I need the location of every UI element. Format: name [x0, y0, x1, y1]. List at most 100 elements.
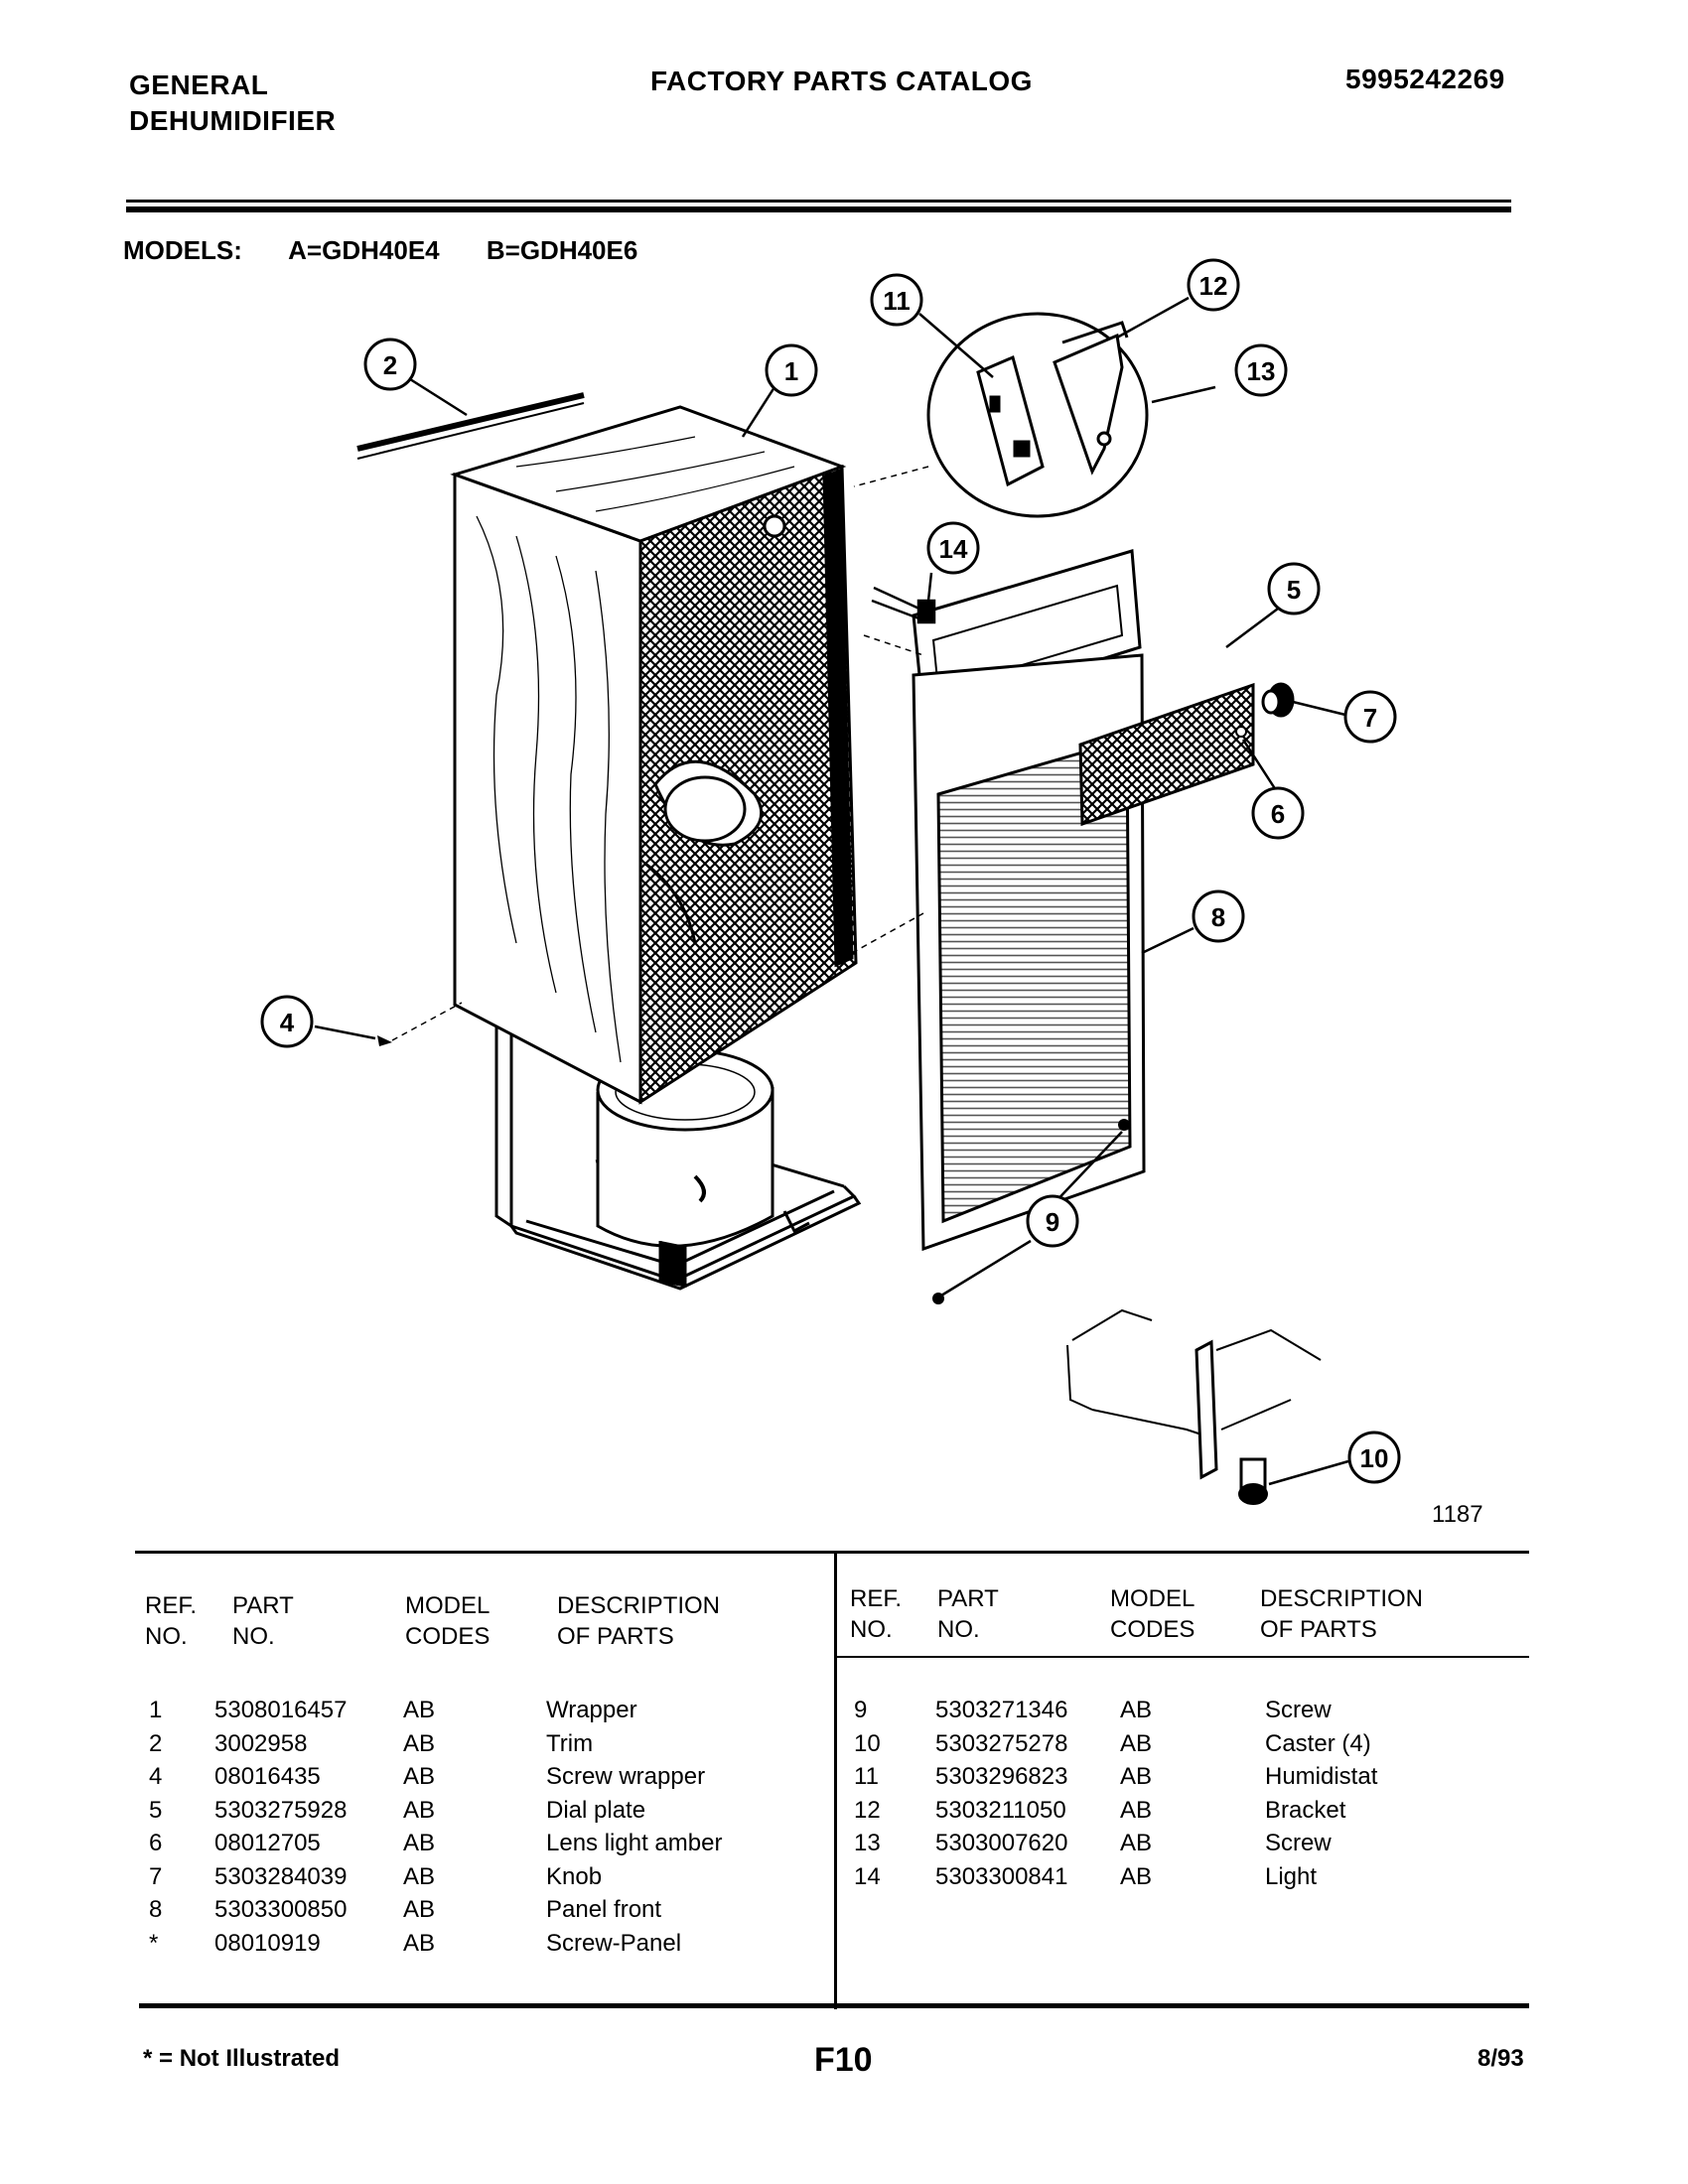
- callout-5-label: 5: [1287, 575, 1301, 605]
- table-row-ref: 12: [854, 1796, 881, 1824]
- brand-line-2: DEHUMIDIFIER: [129, 105, 337, 136]
- table-row-codes: AB: [403, 1763, 436, 1790]
- header-desc-line1: DESCRIPTION: [1260, 1585, 1424, 1612]
- caster-inset: [1066, 1308, 1322, 1505]
- header-model-line2: CODES: [405, 1623, 491, 1650]
- header-part-right: PART NO.: [937, 1583, 999, 1645]
- table-row-ref: 10: [854, 1729, 881, 1757]
- parts-table: REF. NO. PART NO. MODEL CODES DESCRIPTIO…: [135, 1551, 1529, 2009]
- table-row-codes: AB: [403, 1896, 436, 1923]
- left-ref-column: 1 2 4 5 6 7 8 *: [149, 1694, 162, 1960]
- compressor: [596, 1048, 810, 1288]
- table-row-ref: 1: [149, 1697, 163, 1723]
- table-row-desc: Knob: [546, 1862, 603, 1890]
- callout-11-label: 11: [883, 286, 911, 316]
- table-row-desc: Screw wrapper: [546, 1763, 706, 1790]
- lens-part: [1235, 726, 1247, 738]
- table-row-codes: AB: [1120, 1862, 1153, 1890]
- table-row-codes: AB: [403, 1697, 436, 1723]
- header-part-line1: PART: [232, 1592, 294, 1619]
- header-part-left: PART NO.: [232, 1590, 294, 1652]
- header-rule-bottom: [126, 206, 1511, 212]
- header-ref-left: REF. NO.: [145, 1590, 197, 1652]
- model-a: A=GDH40E4: [288, 235, 440, 265]
- callout-6-label: 6: [1271, 799, 1285, 829]
- table-row-codes: AB: [403, 1830, 436, 1856]
- callout-5: 5: [1267, 562, 1321, 615]
- table-row-codes: AB: [1120, 1697, 1153, 1723]
- page-number: F10: [814, 2041, 873, 2079]
- right-part-column: 5303271346 5303275278 5303296823 5303211…: [935, 1694, 1067, 1893]
- header-desc-right: DESCRIPTION OF PARTS: [1260, 1583, 1423, 1645]
- table-rule-header-right: [834, 1656, 1529, 1658]
- table-row-ref: 9: [854, 1697, 868, 1723]
- callout-10-label: 10: [1360, 1443, 1389, 1473]
- right-desc-column: Screw Caster (4) Humidistat Bracket Scre…: [1265, 1694, 1377, 1893]
- front-panel-assembly: [851, 549, 1255, 1252]
- callout-7: 7: [1343, 690, 1397, 744]
- table-row-desc: Wrapper: [546, 1697, 637, 1723]
- header-rule-top: [126, 200, 1511, 203]
- header-desc-line1: DESCRIPTION: [557, 1592, 721, 1619]
- table-row-ref: 6: [149, 1830, 163, 1856]
- header-desc-line2: OF PARTS: [557, 1623, 674, 1650]
- brand-line-1: GENERAL: [129, 69, 269, 100]
- callout-1-label: 1: [784, 356, 798, 386]
- table-row-desc: Caster (4): [1265, 1729, 1371, 1757]
- table-row-desc: Screw-Panel: [546, 1929, 682, 1957]
- table-row-desc: Trim: [546, 1729, 594, 1757]
- left-desc-column: Wrapper Trim Screw wrapper Dial plate Le…: [546, 1694, 722, 1960]
- table-row-ref: 5: [149, 1796, 163, 1824]
- table-row-codes: AB: [403, 1929, 436, 1957]
- callout-13: 13: [1234, 343, 1288, 397]
- header-model-line2: CODES: [1110, 1616, 1196, 1643]
- table-row-part: 5308016457: [214, 1697, 348, 1723]
- callout-2-label: 2: [383, 350, 397, 380]
- header-model-line1: MODEL: [405, 1592, 491, 1619]
- catalog-brand: GENERAL DEHUMIDIFIER: [129, 68, 336, 139]
- table-row-part: 5303275928: [214, 1796, 348, 1824]
- knob-part: [1261, 682, 1295, 718]
- table-row-desc: Dial plate: [546, 1796, 646, 1824]
- header-part-line1: PART: [937, 1585, 999, 1612]
- callout-14: 14: [926, 521, 980, 575]
- table-row-part: 08010919: [214, 1929, 321, 1957]
- table-row-codes: AB: [403, 1729, 436, 1757]
- not-illustrated-note: * = Not Illustrated: [143, 2045, 341, 2072]
- header-desc-line2: OF PARTS: [1260, 1616, 1377, 1643]
- table-row-ref: *: [149, 1929, 159, 1957]
- callout-10: 10: [1347, 1431, 1401, 1484]
- left-codes-column: AB AB AB AB AB AB AB AB: [403, 1694, 435, 1960]
- table-row-desc: Light: [1265, 1862, 1318, 1890]
- callout-14-label: 14: [939, 534, 968, 564]
- header-desc-left: DESCRIPTION OF PARTS: [557, 1590, 720, 1652]
- models-label: MODELS:: [123, 235, 242, 265]
- header-ref-line2: NO.: [850, 1616, 893, 1643]
- trim-part: [356, 392, 585, 460]
- table-row-part: 5303284039: [214, 1862, 348, 1890]
- right-ref-column: 9 10 11 12 13 14: [854, 1694, 881, 1893]
- header-part-line2: NO.: [937, 1616, 980, 1643]
- callout-12: 12: [1187, 258, 1240, 312]
- table-row-codes: AB: [1120, 1830, 1153, 1856]
- leader-lines: [314, 296, 1349, 1486]
- table-row-desc: Lens light amber: [546, 1830, 723, 1856]
- table-row-ref: 14: [854, 1862, 881, 1890]
- model-b: B=GDH40E6: [486, 235, 638, 265]
- header-ref-line2: NO.: [145, 1623, 188, 1650]
- table-row-part: 5303300850: [214, 1896, 348, 1923]
- table-row-ref: 7: [149, 1862, 163, 1890]
- revision-date: 8/93: [1477, 2045, 1524, 2072]
- callout-8: 8: [1192, 889, 1245, 943]
- catalog-title: FACTORY PARTS CATALOG: [650, 66, 1033, 96]
- callout-9-label: 9: [1046, 1207, 1059, 1237]
- callout-6: 6: [1251, 786, 1305, 840]
- table-row-ref: 11: [854, 1763, 879, 1790]
- header-ref-line1: REF.: [850, 1585, 903, 1612]
- table-row-part: 08012705: [214, 1830, 321, 1856]
- light-part: [871, 586, 936, 624]
- table-row-codes: AB: [403, 1796, 436, 1824]
- table-row-codes: AB: [1120, 1796, 1153, 1824]
- table-row-ref: 8: [149, 1896, 163, 1923]
- exploded-parts-diagram: 2 1 4 5 6 7 8 9 10 11 12 13 14: [260, 258, 1401, 1505]
